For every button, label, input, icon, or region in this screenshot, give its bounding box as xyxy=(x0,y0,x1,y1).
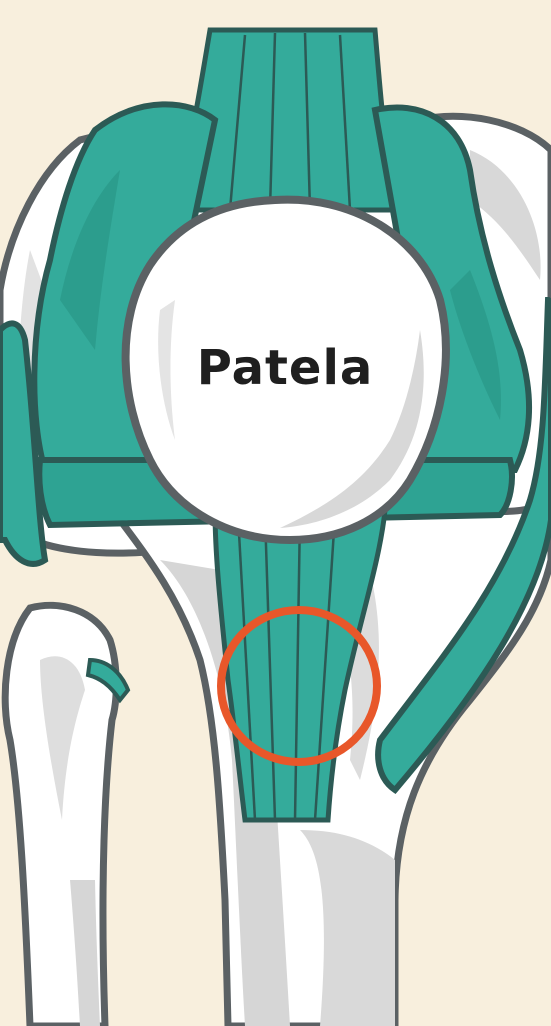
patella-label: Patela xyxy=(140,340,430,396)
